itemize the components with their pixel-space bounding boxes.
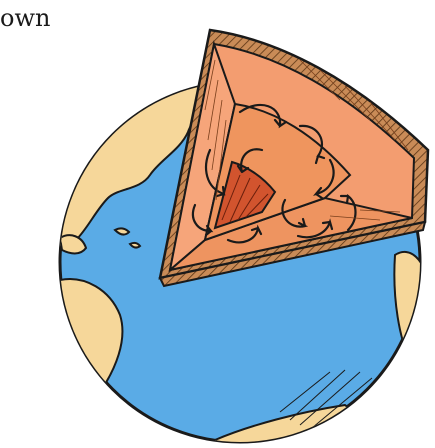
south-america-landmass <box>55 279 122 435</box>
